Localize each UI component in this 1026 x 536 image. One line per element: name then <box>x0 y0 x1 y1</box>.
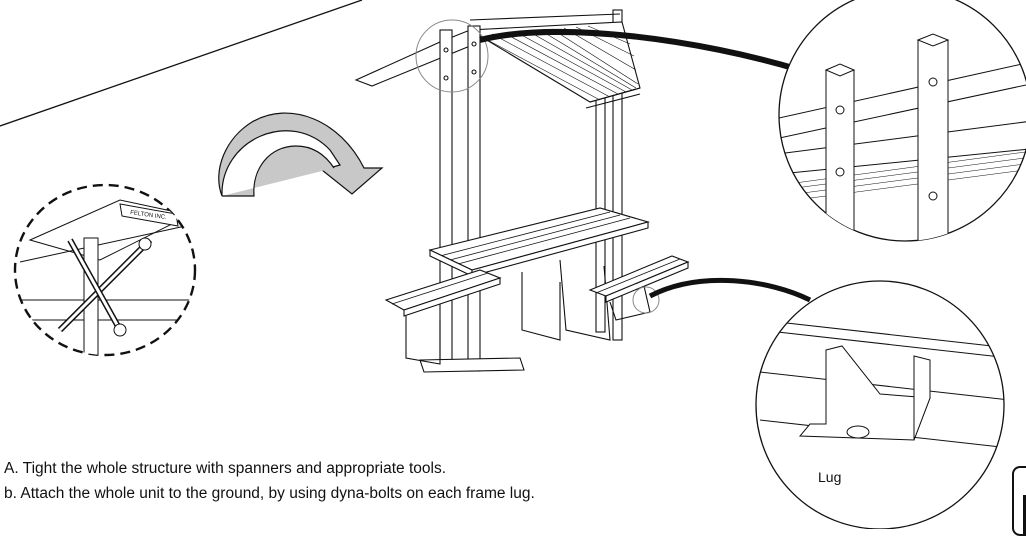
rotate-arrow-icon <box>218 112 384 197</box>
rear-post <box>612 9 623 341</box>
bolt-hole <box>835 167 845 177</box>
bolt-hole <box>928 77 938 87</box>
detail-marker-top <box>415 19 489 93</box>
instruction-step-b: b. Attach the whole unit to the ground, … <box>4 485 535 502</box>
leader-line-top <box>479 28 801 73</box>
bolt-hole <box>835 105 845 115</box>
detail-marker-lug <box>632 286 660 314</box>
table-leg <box>559 259 611 341</box>
instruction-step-a: A. Tight the whole structure with spanne… <box>4 460 446 477</box>
front-foot <box>419 357 525 373</box>
front-post-right <box>467 25 481 372</box>
leader-line-lug <box>648 277 812 303</box>
zoom-detail-bench-brace: FELTON INC. <box>13 183 197 357</box>
bolt-hole <box>928 191 938 201</box>
brand-plate: FELTON INC. <box>130 210 168 221</box>
assembly-instructions: A. Tight the whole structure with spanne… <box>4 456 535 506</box>
lug-bolt-hole <box>846 425 870 439</box>
zoom-post-right <box>917 39 949 241</box>
shelter-table-assembly <box>354 9 690 373</box>
roof-left-wing <box>354 29 471 87</box>
page-edge-line <box>0 0 363 127</box>
front-post-left <box>439 29 453 371</box>
table-leg <box>521 272 561 341</box>
zoom-post-left <box>825 69 855 241</box>
zoom-detail-lug <box>755 280 1005 529</box>
page-corner-mark <box>1012 466 1026 536</box>
zoom-detail-post-holes <box>778 0 1026 242</box>
lug-label: Lug <box>818 469 842 485</box>
